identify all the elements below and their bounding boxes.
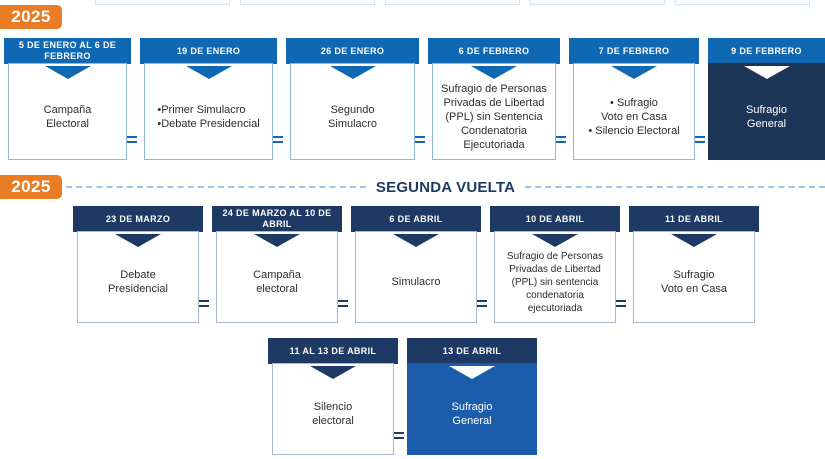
card-text: Sufragio de Personas Privadas de Liberta… <box>506 250 604 314</box>
card-date: 11 AL 13 DE ABRIL <box>268 338 398 364</box>
chevron-down-icon <box>532 234 578 247</box>
card-text: Segundo Simulacro <box>328 103 377 130</box>
card-body: Sufragio General <box>708 63 825 160</box>
card-body: Sufragio de Personas Privadas de Liberta… <box>432 63 556 160</box>
clipped-previous-row <box>0 0 825 5</box>
card-text: Debate Presidencial <box>108 269 168 295</box>
card-body: Campaña Electoral <box>8 63 127 160</box>
card-body: Sufragio General <box>407 363 537 455</box>
chevron-down-icon <box>310 366 356 379</box>
card-connector <box>415 136 425 143</box>
card-11-de-abril[interactable]: 11 DE ABRIL Sufragio Voto en Casa <box>629 206 759 323</box>
ghost-box <box>95 0 230 5</box>
chevron-down-icon <box>611 66 657 79</box>
chevron-down-icon <box>44 66 91 79</box>
card-body: Simulacro <box>355 231 477 323</box>
card-23-de-marzo[interactable]: 23 DE MARZO Debate Presidencial <box>73 206 203 323</box>
card-date: 24 DE MARZO AL 10 DE ABRIL <box>212 206 342 232</box>
card-date: 5 DE ENERO AL 6 DE FEBRERO <box>4 38 131 64</box>
chevron-down-icon <box>115 234 161 247</box>
year-badge-2025-first-round: 2025 <box>0 5 62 29</box>
card-text: Sufragio Voto en Casa <box>660 269 728 295</box>
chevron-down-icon <box>449 366 495 379</box>
card-body: Segundo Simulacro <box>290 63 415 160</box>
ghost-box <box>675 0 810 5</box>
chevron-down-icon <box>329 66 376 79</box>
card-date: 10 DE ABRIL <box>490 206 620 232</box>
card-body: Sufragio de Personas Privadas de Liberta… <box>494 231 616 323</box>
card-text: Simulacro <box>391 276 441 288</box>
dashed-line-left <box>66 186 366 188</box>
card-11-al-13-de-abril[interactable]: 11 AL 13 DE ABRIL Silencio electoral <box>268 338 398 455</box>
card-text: Sufragio General <box>746 103 787 130</box>
card-connector <box>477 300 487 307</box>
card-connector <box>199 300 209 307</box>
card-6-de-febrero[interactable]: 6 DE FEBRERO Sufragio de Personas Privad… <box>428 38 560 160</box>
chevron-down-icon <box>471 66 517 79</box>
card-body: Sufragio Voto en Casa <box>633 231 755 323</box>
card-date: 26 DE ENERO <box>286 38 419 64</box>
card-date: 19 DE ENERO <box>140 38 277 64</box>
card-body: Campaña electoral <box>216 231 338 323</box>
card-body: Silencio electoral <box>272 363 394 455</box>
card-date: 6 DE FEBRERO <box>428 38 560 64</box>
card-connector <box>616 300 626 307</box>
card-date: 11 DE ABRIL <box>629 206 759 232</box>
card-connector <box>556 136 566 143</box>
section-title: SEGUNDA VUELTA <box>375 178 516 196</box>
chevron-down-icon <box>393 234 439 247</box>
card-date: 9 DE FEBRERO <box>708 38 825 64</box>
card-7-de-febrero[interactable]: 7 DE FEBRERO • Sufragio Voto en Casa • S… <box>569 38 699 160</box>
section-divider-segunda-vuelta: SEGUNDA VUELTA <box>66 175 825 199</box>
ghost-box <box>385 0 520 5</box>
card-26-de-enero[interactable]: 26 DE ENERO Segundo Simulacro <box>286 38 419 160</box>
card-13-de-abril[interactable]: 13 DE ABRIL Sufragio General <box>407 338 537 455</box>
card-text: Sufragio General <box>451 401 493 427</box>
card-date: 23 DE MARZO <box>73 206 203 232</box>
chevron-down-icon <box>743 66 790 79</box>
card-10-de-abril[interactable]: 10 DE ABRIL Sufragio de Personas Privada… <box>490 206 620 323</box>
card-text: Campaña electoral <box>253 269 301 295</box>
card-body: •Primer Simulacro •Debate Presidencial <box>144 63 273 160</box>
chevron-down-icon <box>185 66 232 79</box>
ghost-box <box>530 0 665 5</box>
dashed-line-right <box>525 186 825 188</box>
card-connector <box>338 300 348 307</box>
chevron-down-icon <box>254 234 300 247</box>
card-text: •Primer Simulacro •Debate Presidencial <box>157 103 260 130</box>
card-text: Campaña Electoral <box>43 103 92 130</box>
card-body: Debate Presidencial <box>77 231 199 323</box>
card-6-de-abril[interactable]: 6 DE ABRIL Simulacro <box>351 206 481 323</box>
card-body: • Sufragio Voto en Casa • Silencio Elect… <box>573 63 695 160</box>
card-connector <box>127 136 137 143</box>
card-connector <box>273 136 283 143</box>
card-text: Sufragio de Personas Privadas de Liberta… <box>441 82 547 151</box>
card-date: 13 DE ABRIL <box>407 338 537 364</box>
card-9-de-febrero[interactable]: 9 DE FEBRERO Sufragio General <box>708 38 825 160</box>
card-5-de-enero-al-6-de-febrero[interactable]: 5 DE ENERO AL 6 DE FEBRERO Campaña Elect… <box>4 38 131 160</box>
ghost-box <box>240 0 375 5</box>
card-date: 7 DE FEBRERO <box>569 38 699 64</box>
card-19-de-enero[interactable]: 19 DE ENERO •Primer Simulacro •Debate Pr… <box>140 38 277 160</box>
chevron-down-icon <box>671 234 717 247</box>
card-date: 6 DE ABRIL <box>351 206 481 232</box>
year-badge-2025-second-round: 2025 <box>0 175 62 199</box>
card-text: • Sufragio Voto en Casa • Silencio Elect… <box>588 96 680 137</box>
card-connector <box>394 432 404 439</box>
card-text: Silencio electoral <box>312 401 354 427</box>
card-connector <box>695 136 705 143</box>
card-24-de-marzo-al-10-de-abril[interactable]: 24 DE MARZO AL 10 DE ABRIL Campaña elect… <box>212 206 342 323</box>
